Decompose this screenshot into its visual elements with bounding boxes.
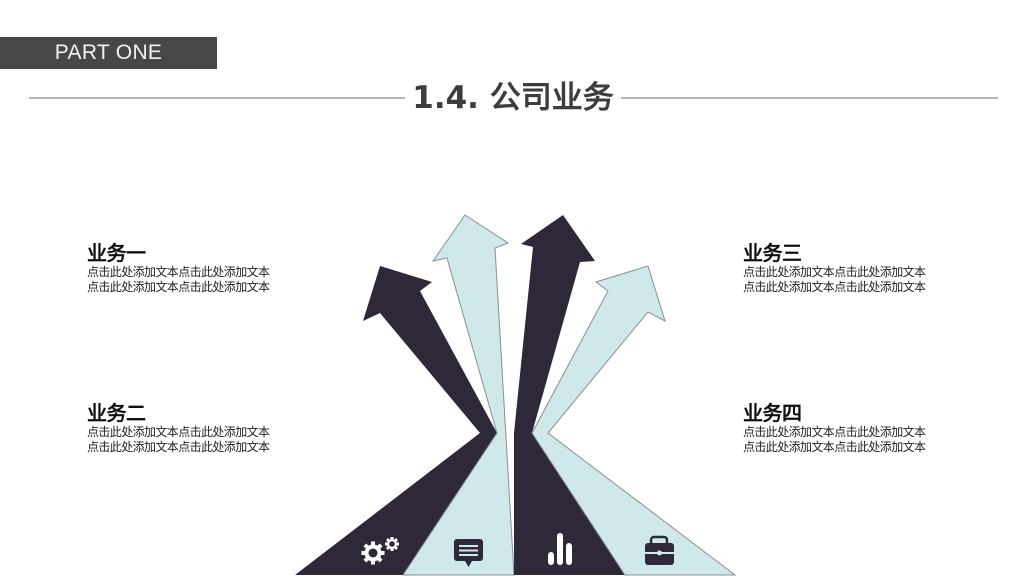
title-rule-right — [621, 97, 998, 99]
bar-chart-icon — [548, 533, 572, 565]
business-block-1[interactable]: 业务一 点击此处添加文本点击此处添加文本 点击此处添加文本点击此处添加文本 — [87, 241, 317, 295]
business-desc-line: 点击此处添加文本点击此处添加文本 — [743, 265, 926, 279]
business-desc-line: 点击此处添加文本点击此处添加文本 — [743, 440, 926, 454]
business-desc-line: 点击此处添加文本点击此处添加文本 — [87, 280, 270, 294]
business-title: 业务二 — [87, 401, 146, 425]
business-title: 业务一 — [87, 241, 146, 265]
business-desc-line: 点击此处添加文本点击此处添加文本 — [87, 440, 270, 454]
business-block-3[interactable]: 业务三 点击此处添加文本点击此处添加文本 点击此处添加文本点击此处添加文本 — [743, 241, 973, 295]
gears-icon — [361, 537, 399, 565]
business-title: 业务三 — [743, 241, 802, 265]
arrow-2[interactable] — [402, 214, 515, 576]
business-block-2[interactable]: 业务二 点击此处添加文本点击此处添加文本 点击此处添加文本点击此处添加文本 — [87, 401, 317, 455]
arrow-4[interactable] — [531, 265, 737, 576]
title-rule-left — [29, 97, 405, 99]
business-block-4[interactable]: 业务四 点击此处添加文本点击此处添加文本 点击此处添加文本点击此处添加文本 — [743, 401, 973, 455]
business-desc-line: 点击此处添加文本点击此处添加文本 — [743, 425, 926, 439]
chat-icon — [454, 539, 483, 567]
business-desc-line: 点击此处添加文本点击此处添加文本 — [87, 425, 270, 439]
arrow-1[interactable] — [295, 266, 497, 575]
briefcase-icon — [645, 535, 674, 565]
business-title: 业务四 — [743, 401, 802, 425]
part-label: PART ONE — [0, 37, 217, 69]
business-desc-line: 点击此处添加文本点击此处添加文本 — [87, 265, 270, 279]
page-title: 1.4. 公司业务 — [412, 80, 614, 116]
arrow-3[interactable] — [514, 215, 625, 575]
business-desc-line: 点击此处添加文本点击此处添加文本 — [743, 280, 926, 294]
